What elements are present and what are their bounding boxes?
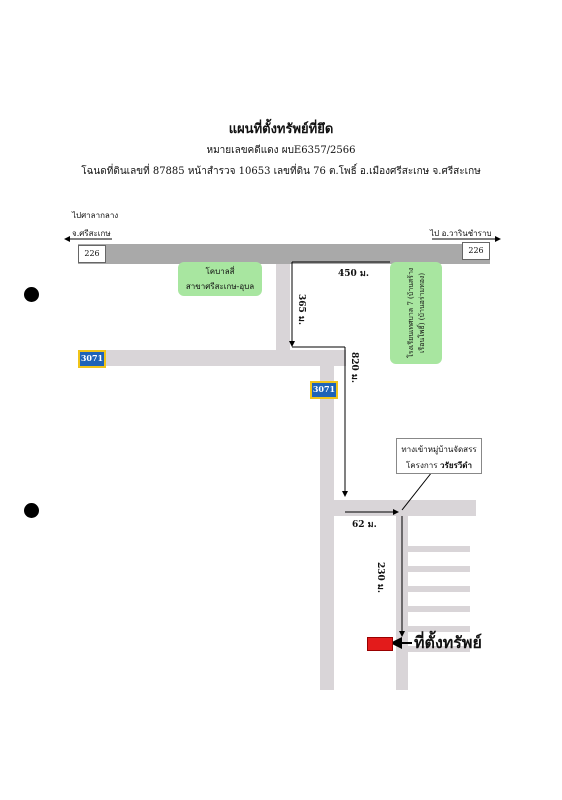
- route-3071-shield-left: 3071: [78, 350, 106, 368]
- main-road-226: [78, 244, 490, 264]
- village-entrance-label: ทางเข้าหมู่บ้านจัดสรร: [401, 445, 477, 454]
- landmark-kobal-branch: สาขาศรีสะเกษ-อุบล: [185, 282, 255, 291]
- route-226-shield-left: 226: [78, 245, 106, 263]
- distance-450: 450 ม.: [338, 269, 369, 279]
- village-entrance-box: ทางเข้าหมู่บ้านจัดสรร โครงการ วรัยรวีดำ: [396, 438, 482, 474]
- side-lane: [408, 606, 470, 612]
- side-lane: [408, 646, 470, 652]
- distance-820: 820 ม.: [349, 352, 359, 383]
- binder-hole-bottom: [24, 503, 39, 518]
- side-lane: [408, 586, 470, 592]
- road-branch-1: [276, 264, 290, 350]
- road-3071-vertical: [320, 366, 334, 690]
- school-alt-2: (บ้านอร่ามทอง): [418, 272, 426, 321]
- direction-left-label-1: ไปศาลากลาง: [72, 211, 119, 220]
- school-name: โรงเรียนเทศบาล 7: [407, 301, 415, 359]
- property-marker: [367, 637, 393, 651]
- distance-62: 62 ม.: [352, 520, 377, 530]
- binder-hole-top: [24, 287, 39, 302]
- direction-left-label-2: จ.ศรีสะเกษ: [72, 229, 111, 238]
- page-title: แผนที่ตั้งทรัพย์ที่ยึด: [228, 122, 334, 137]
- side-lane: [408, 626, 470, 632]
- route-3071-shield-right: 3071: [310, 381, 338, 399]
- village-project-name: วรัยรวีดำ: [440, 460, 472, 470]
- deed-description: โฉนดที่ดินเลขที่ 87885 หน้าสำรวจ 10653 เ…: [81, 166, 481, 177]
- side-lane: [408, 546, 470, 552]
- road-3071-horizontal: [78, 350, 346, 366]
- side-lane: [408, 566, 470, 572]
- landmark-school: โรงเรียนเทศบาล 7 (บ้านสร้างเรือนโพธิ์) (…: [390, 262, 442, 364]
- landmark-kobal-name: โคบาลสี่: [205, 267, 235, 276]
- route-226-shield-right: 226: [462, 242, 490, 260]
- distance-230: 230 ม.: [375, 562, 385, 593]
- landmark-kobal-si: โคบาลสี่ สาขาศรีสะเกษ-อุบล: [178, 262, 262, 296]
- direction-right-label: ไป อ.วารินชำราบ: [430, 229, 492, 238]
- village-project-prefix: โครงการ: [406, 461, 438, 470]
- case-number: หมายเลขคดีแดง ผบE6357/2566: [206, 145, 356, 156]
- property-label: ที่ตั้งทรัพย์: [414, 633, 482, 652]
- distance-365: 365 ม.: [296, 294, 306, 325]
